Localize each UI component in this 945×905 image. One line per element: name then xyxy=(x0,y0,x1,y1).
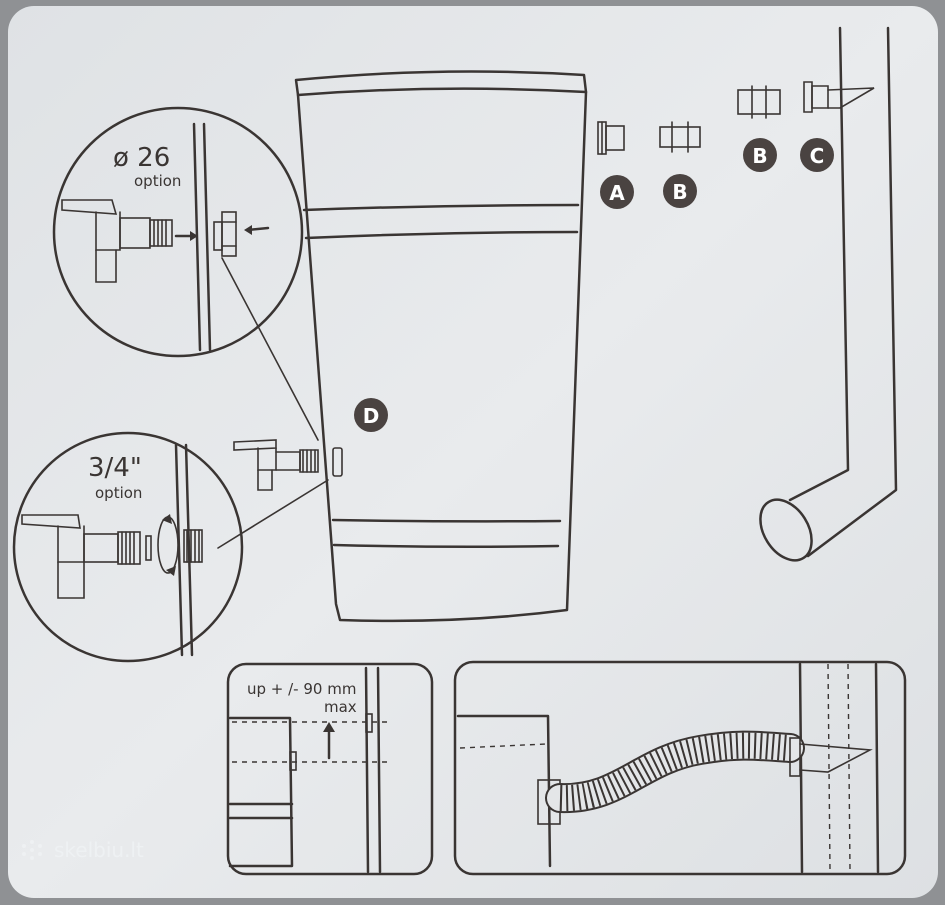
svg-text:D: D xyxy=(363,404,380,428)
part-b-connector-alt xyxy=(737,85,781,119)
inset-26mm-size: ø 26 xyxy=(113,143,170,173)
badge-d: D xyxy=(354,398,388,432)
barrel-outlet-fitting xyxy=(332,447,343,477)
panel-hose-connection xyxy=(453,660,907,876)
downpipe xyxy=(759,26,898,562)
svg-text:C: C xyxy=(810,144,825,168)
svg-text:B: B xyxy=(672,180,687,204)
adjust-max-label: max xyxy=(324,698,357,716)
inset-26mm-option: option xyxy=(134,172,181,190)
part-a-connector xyxy=(597,121,625,155)
leader-line-top xyxy=(221,257,319,441)
inset-3-4-option: option xyxy=(95,484,142,502)
badge-a: A xyxy=(600,175,634,209)
rain-barrel xyxy=(294,70,588,623)
inset-3-4: 3/4" option xyxy=(12,431,244,663)
adjust-range-label: up + /- 90 mm xyxy=(247,680,356,698)
part-b-connector xyxy=(659,121,701,153)
badge-b-second: B xyxy=(743,138,777,172)
faucet-small xyxy=(233,439,319,491)
inset-26mm: ø 26 option xyxy=(52,106,304,358)
panel-height-adjust: up + /- 90 mm max xyxy=(226,662,434,876)
watermark-dots-icon xyxy=(22,840,42,860)
watermark-text: skelbiu.lt xyxy=(54,838,144,862)
svg-text:A: A xyxy=(609,181,625,205)
badge-b-first: B xyxy=(663,174,697,208)
watermark: skelbiu.lt xyxy=(22,838,144,862)
part-c-diverter xyxy=(803,81,875,113)
paper-sheet xyxy=(8,6,938,898)
leader-line-left xyxy=(217,479,329,549)
badge-c: C xyxy=(800,138,834,172)
svg-text:B: B xyxy=(752,144,767,168)
inset-3-4-size: 3/4" xyxy=(88,453,142,483)
